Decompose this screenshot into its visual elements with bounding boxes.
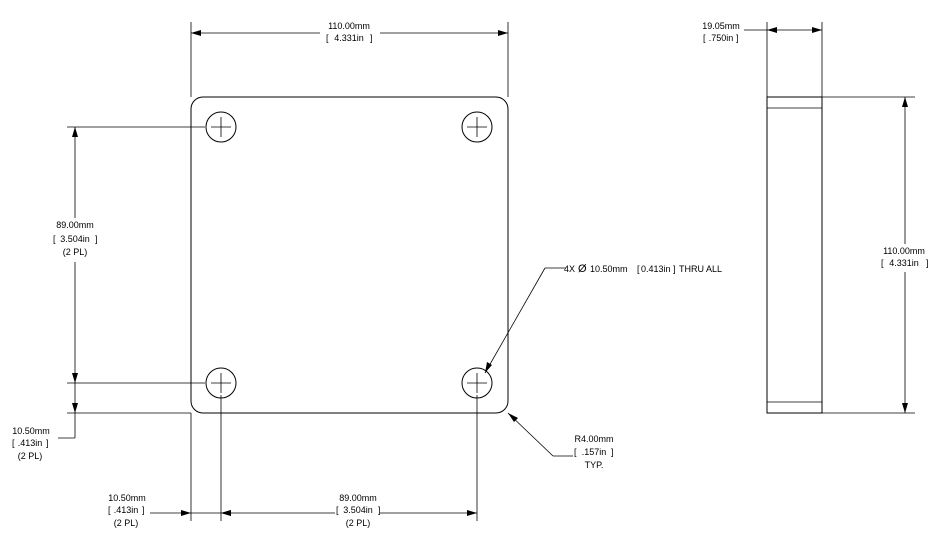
- hole-callout-inch: 0.413in: [641, 264, 671, 274]
- dimension-left-height: 89.00mm [ 3.504in ] (2 PL): [53, 126, 205, 384]
- svg-text:]: ]: [95, 234, 98, 244]
- svg-text:]: ]: [736, 33, 739, 43]
- hole-callout-prefix: 4X: [564, 264, 575, 274]
- hole-callout-suffix: THRU ALL: [679, 264, 722, 274]
- dimension-side-thickness: 19.05mm [ .750in ]: [702, 21, 823, 97]
- side-thickness-inch: .750in: [709, 33, 734, 43]
- hole-top-right: [461, 111, 493, 143]
- side-outline: [766, 96, 823, 414]
- dimension-bottom-offset: 10.50mm [ .413in ] (2 PL): [108, 395, 231, 528]
- svg-text:]: ]: [370, 33, 373, 43]
- left-offset-inch: .413in: [18, 438, 43, 448]
- bottom-offset-inch: .413in: [114, 505, 139, 515]
- side-height-mm: 110.00mm: [883, 246, 925, 256]
- bottom-offset-mm: 10.50mm: [108, 493, 146, 503]
- hole-bottom-left: [205, 367, 237, 399]
- side-height-inch: 4.331in: [889, 258, 919, 268]
- plate-outline: [190, 96, 509, 414]
- bottom-spacing-mm: 89.00mm: [339, 493, 377, 503]
- dimension-top-width: 110.00mm [ 4.331in ]: [190, 21, 509, 97]
- hole-callout-mm: 10.50mm: [590, 264, 628, 274]
- hole-bottom-right: [461, 367, 493, 399]
- svg-text:[: [: [703, 33, 706, 43]
- dimension-left-offset: 10.50mm [ .413in ] (2 PL): [12, 383, 191, 461]
- corner-radius-mm: R4.00mm: [574, 434, 613, 444]
- svg-text:]: ]: [611, 447, 614, 457]
- bottom-offset-note: (2 PL): [114, 518, 139, 528]
- svg-text:[: [: [574, 447, 577, 457]
- side-thickness-mm: 19.05mm: [702, 21, 740, 31]
- svg-text:[: [: [881, 258, 884, 268]
- dimension-bottom-spacing: 89.00mm [ 3.504in ] (2 PL): [221, 395, 478, 528]
- top-width-mm: 110.00mm: [328, 21, 370, 31]
- bottom-spacing-note: (2 PL): [346, 518, 371, 528]
- side-view: [766, 96, 823, 414]
- svg-text:]: ]: [673, 264, 676, 274]
- svg-text:]: ]: [46, 438, 49, 448]
- svg-text:]: ]: [142, 505, 145, 515]
- left-height-inch: 3.504in: [60, 234, 90, 244]
- corner-radius-inch: .157in: [582, 447, 607, 457]
- svg-text:]: ]: [926, 258, 929, 268]
- svg-text:[: [: [336, 505, 339, 515]
- left-offset-mm: 10.50mm: [12, 426, 50, 436]
- svg-text:[: [: [326, 33, 329, 43]
- svg-text:[: [: [53, 234, 56, 244]
- hole-callout-symbol: Ø: [578, 263, 587, 275]
- left-height-mm: 89.00mm: [56, 220, 94, 230]
- svg-text:]: ]: [378, 505, 381, 515]
- top-width-inch: 4.331in: [334, 33, 364, 43]
- corner-radius-callout: R4.00mm [ .157in ] TYP.: [507, 412, 614, 470]
- svg-text:[: [: [12, 438, 15, 448]
- hole-callout: 4X Ø 10.50mm [ 0.413in ] THRU ALL: [484, 263, 722, 374]
- bottom-spacing-inch: 3.504in: [343, 505, 373, 515]
- hole-top-left: [205, 111, 237, 143]
- left-height-note: (2 PL): [63, 247, 88, 257]
- dimension-side-height: 110.00mm [ 4.331in ]: [822, 96, 929, 414]
- front-view: [190, 96, 509, 414]
- left-offset-note: (2 PL): [18, 451, 43, 461]
- corner-radius-note: TYP.: [585, 460, 604, 470]
- svg-text:[: [: [108, 505, 111, 515]
- svg-text:[: [: [637, 264, 640, 274]
